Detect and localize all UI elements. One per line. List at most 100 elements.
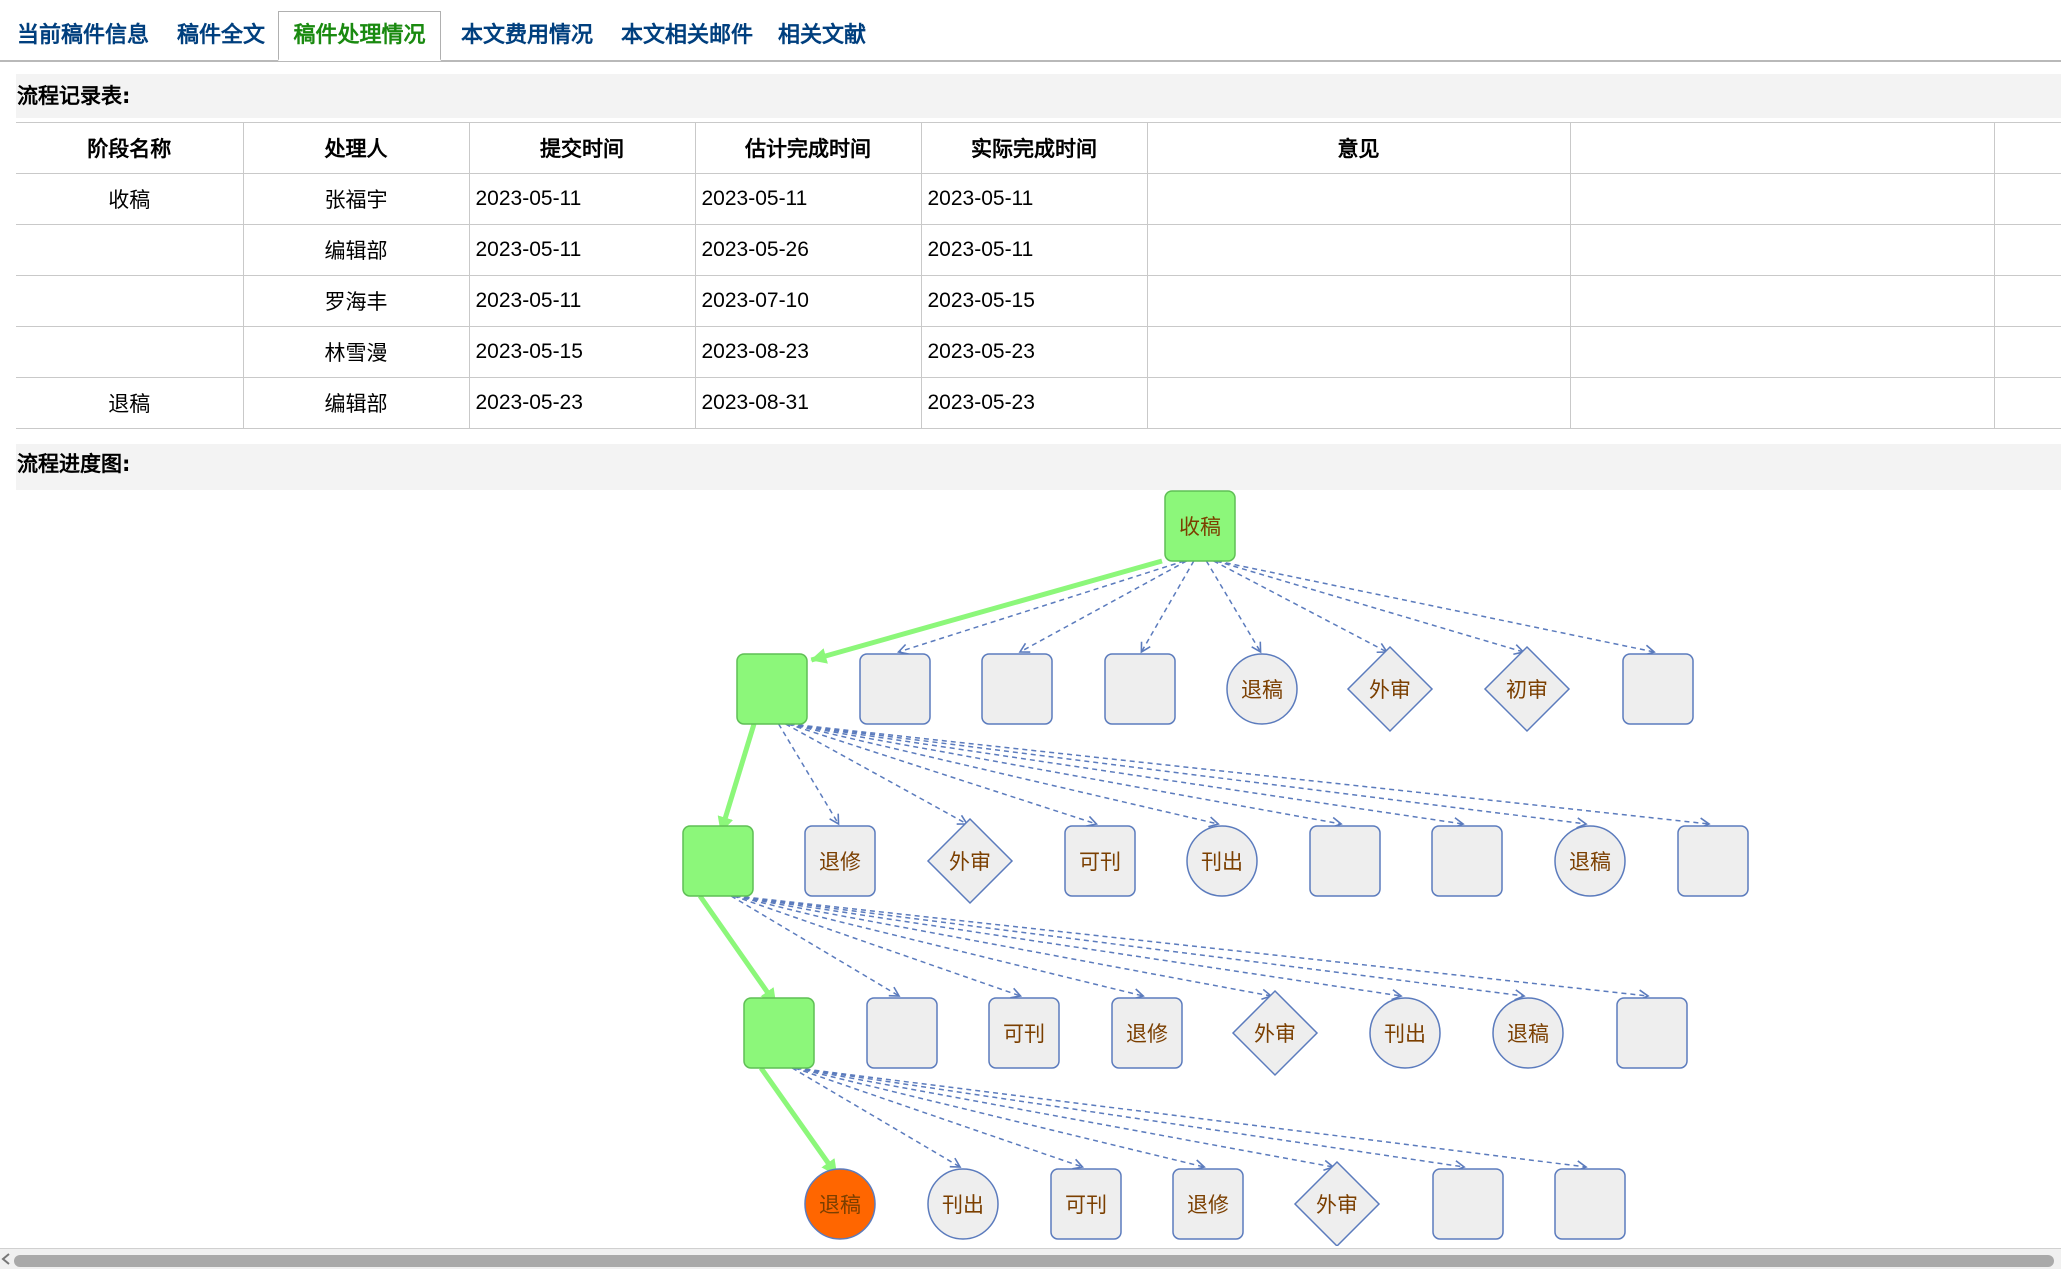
cell-actual-time: 2023-05-15 [920,275,1147,327]
flow-node: 可刊 [988,997,1060,1069]
tab-related-literature[interactable]: 相关文献 [777,23,866,48]
node-diamond-shape [926,817,1014,905]
cell-actual-time: 2023-05-11 [920,173,1147,225]
flow-node-current: 收稿 [1164,490,1236,562]
flow-node: 退稿 [1492,997,1564,1069]
cell-extra [1569,275,1994,327]
flow-node: 初审 [1483,645,1571,733]
header-stage-name: 阶段名称 [16,122,243,174]
possible-flow-edge [788,723,1220,828]
flow-node: 退稿 [1554,825,1626,897]
scroll-left-arrow-icon[interactable] [0,1251,12,1267]
cell-submit-time: 2023-05-23 [468,377,695,429]
possible-flow-edge [787,723,1099,827]
tab-related-emails[interactable]: 本文相关邮件 [620,23,753,48]
node-label: 退稿 [1241,678,1283,702]
flow-node [1432,1168,1504,1240]
node-label: 初审 [1506,678,1548,702]
flow-nodes: 收稿退稿外审初审退修外审可刊刊出退稿可刊退修外审刊出退稿退稿刊出可刊退修外审 [682,490,1749,1246]
possible-flow-edge [730,895,901,997]
cell-stage-name: 收稿 [16,173,243,225]
node-rect-shape [736,653,808,725]
cell-handler: 编辑部 [242,377,469,429]
node-label: 可刊 [1079,850,1121,874]
node-label: 退稿 [1507,1022,1549,1046]
node-diamond-shape [1231,989,1319,1077]
node-rect-shape [981,653,1053,725]
node-label: 外审 [1254,1022,1296,1046]
possible-flow-edge [1018,560,1187,653]
node-rect-shape [1104,653,1176,725]
node-diamond-shape [1483,645,1571,733]
node-rect-shape [1616,997,1688,1069]
node-label: 退修 [1126,1022,1168,1046]
possible-flow-edge [735,895,1526,1001]
node-rect-shape [1431,825,1503,897]
cell-opinion [1146,224,1570,276]
cell-handler: 张福宇 [242,173,469,225]
possible-flow-edge [794,1067,1085,1170]
flow-node [1104,653,1176,725]
tab-full-text[interactable]: 稿件全文 [176,23,265,48]
possible-flow-edge [1215,560,1525,656]
flow-node [1622,653,1694,725]
node-rect-shape [859,653,931,725]
node-label: 退稿 [819,1193,861,1217]
cell-submit-time: 2023-05-11 [468,173,695,225]
flow-node-current [736,653,808,725]
cell-opinion [1146,275,1570,327]
cell-spacer [1993,377,2061,429]
flow-node: 外审 [1293,1160,1381,1246]
cell-estimated-time: 2023-08-31 [694,377,921,429]
node-diamond-shape [1293,1160,1381,1246]
node-label: 退稿 [1569,850,1611,874]
flow-node [1309,825,1381,897]
active-flow-edge [697,894,778,1006]
cell-submit-time: 2023-05-15 [468,326,695,378]
node-circle-shape [1226,653,1298,725]
flow-edges [697,558,1711,1177]
cell-estimated-time: 2023-07-10 [694,275,921,327]
flow-node: 可刊 [1050,1168,1122,1240]
node-rect-shape [1554,1168,1626,1240]
cell-spacer [1993,275,2061,327]
possible-flow-edge [896,560,1185,655]
flow-node: 可刊 [1064,825,1136,897]
tab-fees[interactable]: 本文费用情况 [460,23,593,48]
possible-flow-edge [777,723,840,826]
tab-processing-status[interactable]: 稿件处理情况 [278,11,441,61]
flow-node [859,653,931,725]
node-rect-shape [1172,1168,1244,1240]
flow-node [1431,825,1503,897]
table-header-row: 阶段名称 处理人 提交时间 估计完成时间 实际完成时间 意见 [16,122,2061,174]
active-flow-edge [810,558,1163,664]
node-rect-shape [988,997,1060,1069]
node-rect-shape [1111,997,1183,1069]
possible-flow-edge [733,895,1023,999]
possible-flow-edge [1216,560,1656,656]
possible-flow-edge [795,1067,1206,1171]
cell-extra [1569,224,1994,276]
cell-extra [1569,326,1994,378]
possible-flow-edge [789,723,1465,829]
possible-flow-edge [796,1067,1335,1172]
flow-node: 退稿 [1226,653,1298,725]
record-section-title: 流程记录表: [16,74,2061,118]
flow-node: 刊出 [1369,997,1441,1069]
cell-actual-time: 2023-05-23 [920,326,1147,378]
horizontal-scrollbar[interactable] [0,1248,2061,1269]
scrollbar-thumb[interactable] [14,1255,2054,1267]
tab-manuscript-info[interactable]: 当前稿件信息 [16,23,149,48]
cell-handler: 编辑部 [242,224,469,276]
flow-node: 外审 [926,817,1014,905]
node-label: 外审 [949,850,991,874]
node-label: 刊出 [1384,1022,1426,1046]
header-extra [1569,122,1994,174]
possible-flow-edge [1213,560,1389,654]
possible-flow-edge [796,1067,1466,1172]
flow-node [866,997,938,1069]
node-rect-shape [1432,1168,1504,1240]
